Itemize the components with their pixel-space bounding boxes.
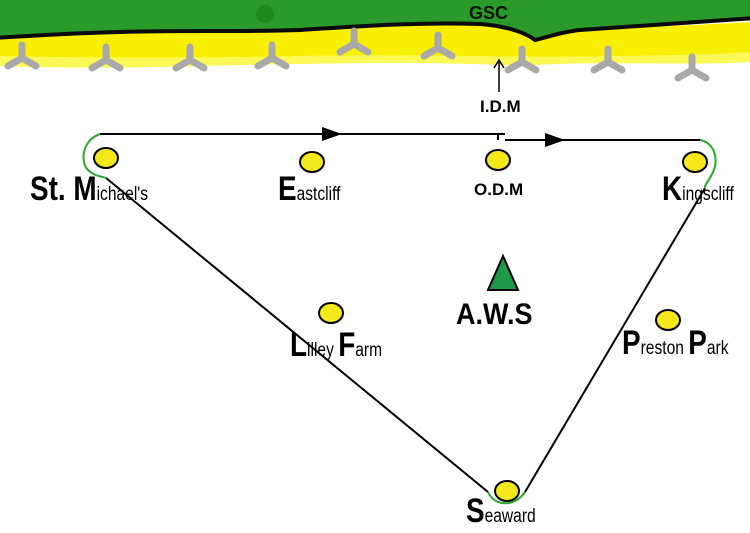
tetrapod-icon <box>172 43 208 72</box>
arrow-icon <box>545 133 565 147</box>
course-leg-right <box>524 187 706 493</box>
station-label-preston-park: Preston Park <box>622 324 729 362</box>
arrow-icon <box>493 58 505 69</box>
station-icon <box>485 149 511 171</box>
rounding-seaward <box>487 491 526 505</box>
station-icon <box>93 147 119 169</box>
aws-triangle-icon <box>486 253 520 291</box>
tetrapod-icon <box>504 45 540 74</box>
station-icon <box>682 151 708 173</box>
tetrapod-icon <box>88 43 124 72</box>
station-icon <box>655 309 681 331</box>
station-icon <box>318 302 344 324</box>
station-label-eastcliff: Eastcliff <box>278 170 341 208</box>
tetrapod-icon <box>336 27 372 56</box>
station-icon <box>299 151 325 173</box>
gsc-label: GSC <box>469 3 509 23</box>
station-label-kingscliff: Kingscliff <box>662 170 734 208</box>
course-route <box>100 133 706 493</box>
station-label-seaward: Seaward <box>466 492 536 530</box>
rounding-st-michaels <box>82 133 107 179</box>
grass-dot <box>256 5 274 23</box>
tetrapods <box>4 27 710 82</box>
arrow-icon <box>322 127 342 141</box>
idm-label: I.D.M <box>480 97 521 116</box>
station-label-odm: O.D.M <box>474 180 524 199</box>
course-leg-left <box>105 177 489 493</box>
aws-label: A.W.S <box>456 298 533 331</box>
stations <box>93 147 708 502</box>
tetrapod-icon <box>674 53 710 82</box>
station-icon <box>494 480 520 502</box>
mark-roundings <box>82 133 717 505</box>
tetrapod-icon <box>420 31 456 60</box>
grass-band <box>0 0 750 43</box>
tetrapod-icon <box>4 41 40 70</box>
tetrapod-icon <box>254 41 290 70</box>
station-label-st-michaels: St. Michael's <box>30 170 149 208</box>
rounding-kingscliff <box>699 139 717 189</box>
tetrapod-icon <box>590 45 626 74</box>
station-label-lilley-farm: Lilley Farm <box>290 326 383 364</box>
